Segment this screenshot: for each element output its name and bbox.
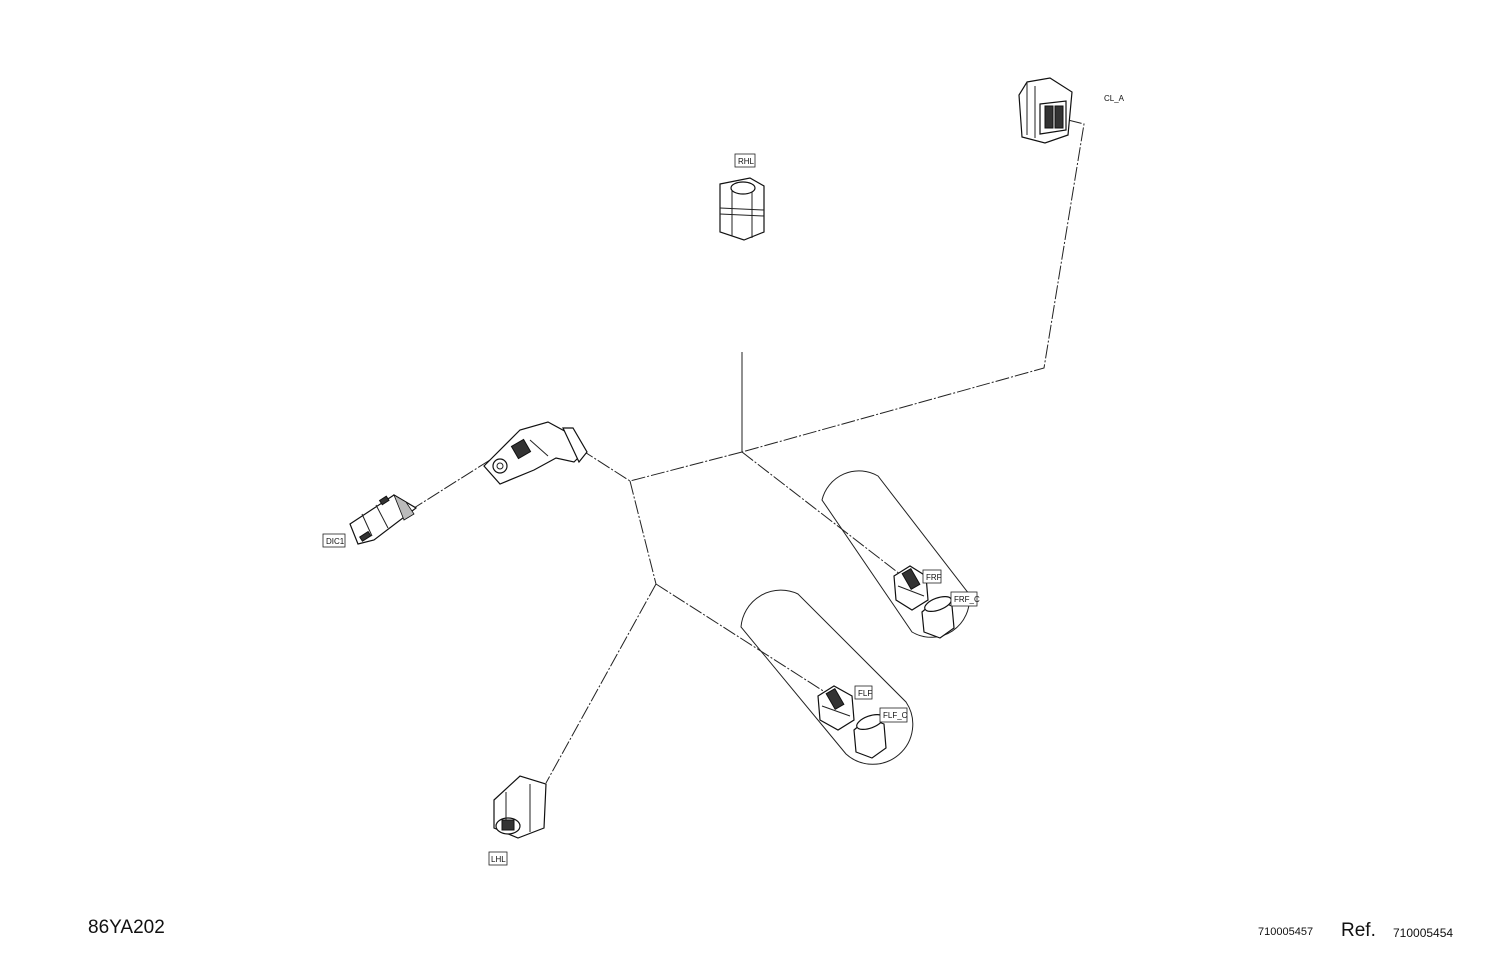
label-frf-text: FRF [926, 573, 942, 582]
label-rhl: RHL [734, 153, 756, 168]
label-cl-a: CL_A [1104, 94, 1125, 103]
label-lhl-text: LHL [491, 855, 506, 864]
connector-flf [817, 685, 855, 731]
wire-center-down [629, 480, 657, 585]
label-rhl-text: RHL [738, 157, 755, 166]
ref-number: 710005454 [1393, 926, 1454, 940]
label-flf-text: FLF [858, 689, 872, 698]
ref-label: Ref. [1341, 920, 1376, 941]
wire-trunk [579, 448, 743, 482]
label-dic1: DIC1 [322, 533, 346, 548]
connector-cl-a [1018, 77, 1073, 144]
connector-flf-c [853, 714, 887, 759]
connector-lhl [493, 775, 547, 839]
part-number: 710005457 [1258, 926, 1314, 938]
connector-rhl [719, 177, 765, 241]
label-flf-c-text: FLF_C [883, 711, 908, 720]
connector-dic1 [349, 494, 418, 545]
label-flf-c: FLF_C [879, 707, 908, 723]
connector-elbow-boot [483, 421, 588, 485]
label-dic1-text: DIC1 [326, 537, 345, 546]
connector-frf-c [921, 596, 955, 639]
label-frf-c-text: FRF_C [954, 595, 980, 604]
wire-dic1 [413, 459, 491, 509]
label-frf: FRF [922, 569, 942, 584]
wire-frf [741, 451, 906, 579]
label-cl-a-text: CL_A [1104, 94, 1125, 103]
wire-lhl [545, 583, 657, 784]
drawing-code: 86YA202 [88, 917, 165, 938]
connector-frf [893, 565, 929, 611]
label-flf: FLF [854, 685, 873, 700]
label-lhl: LHL [488, 851, 508, 866]
harness-wires [413, 119, 1085, 784]
wire-flf [655, 583, 829, 695]
wire-cl-a [741, 119, 1085, 453]
label-frf-c: FRF_C [950, 591, 980, 607]
flf-loop-outline [740, 589, 914, 765]
